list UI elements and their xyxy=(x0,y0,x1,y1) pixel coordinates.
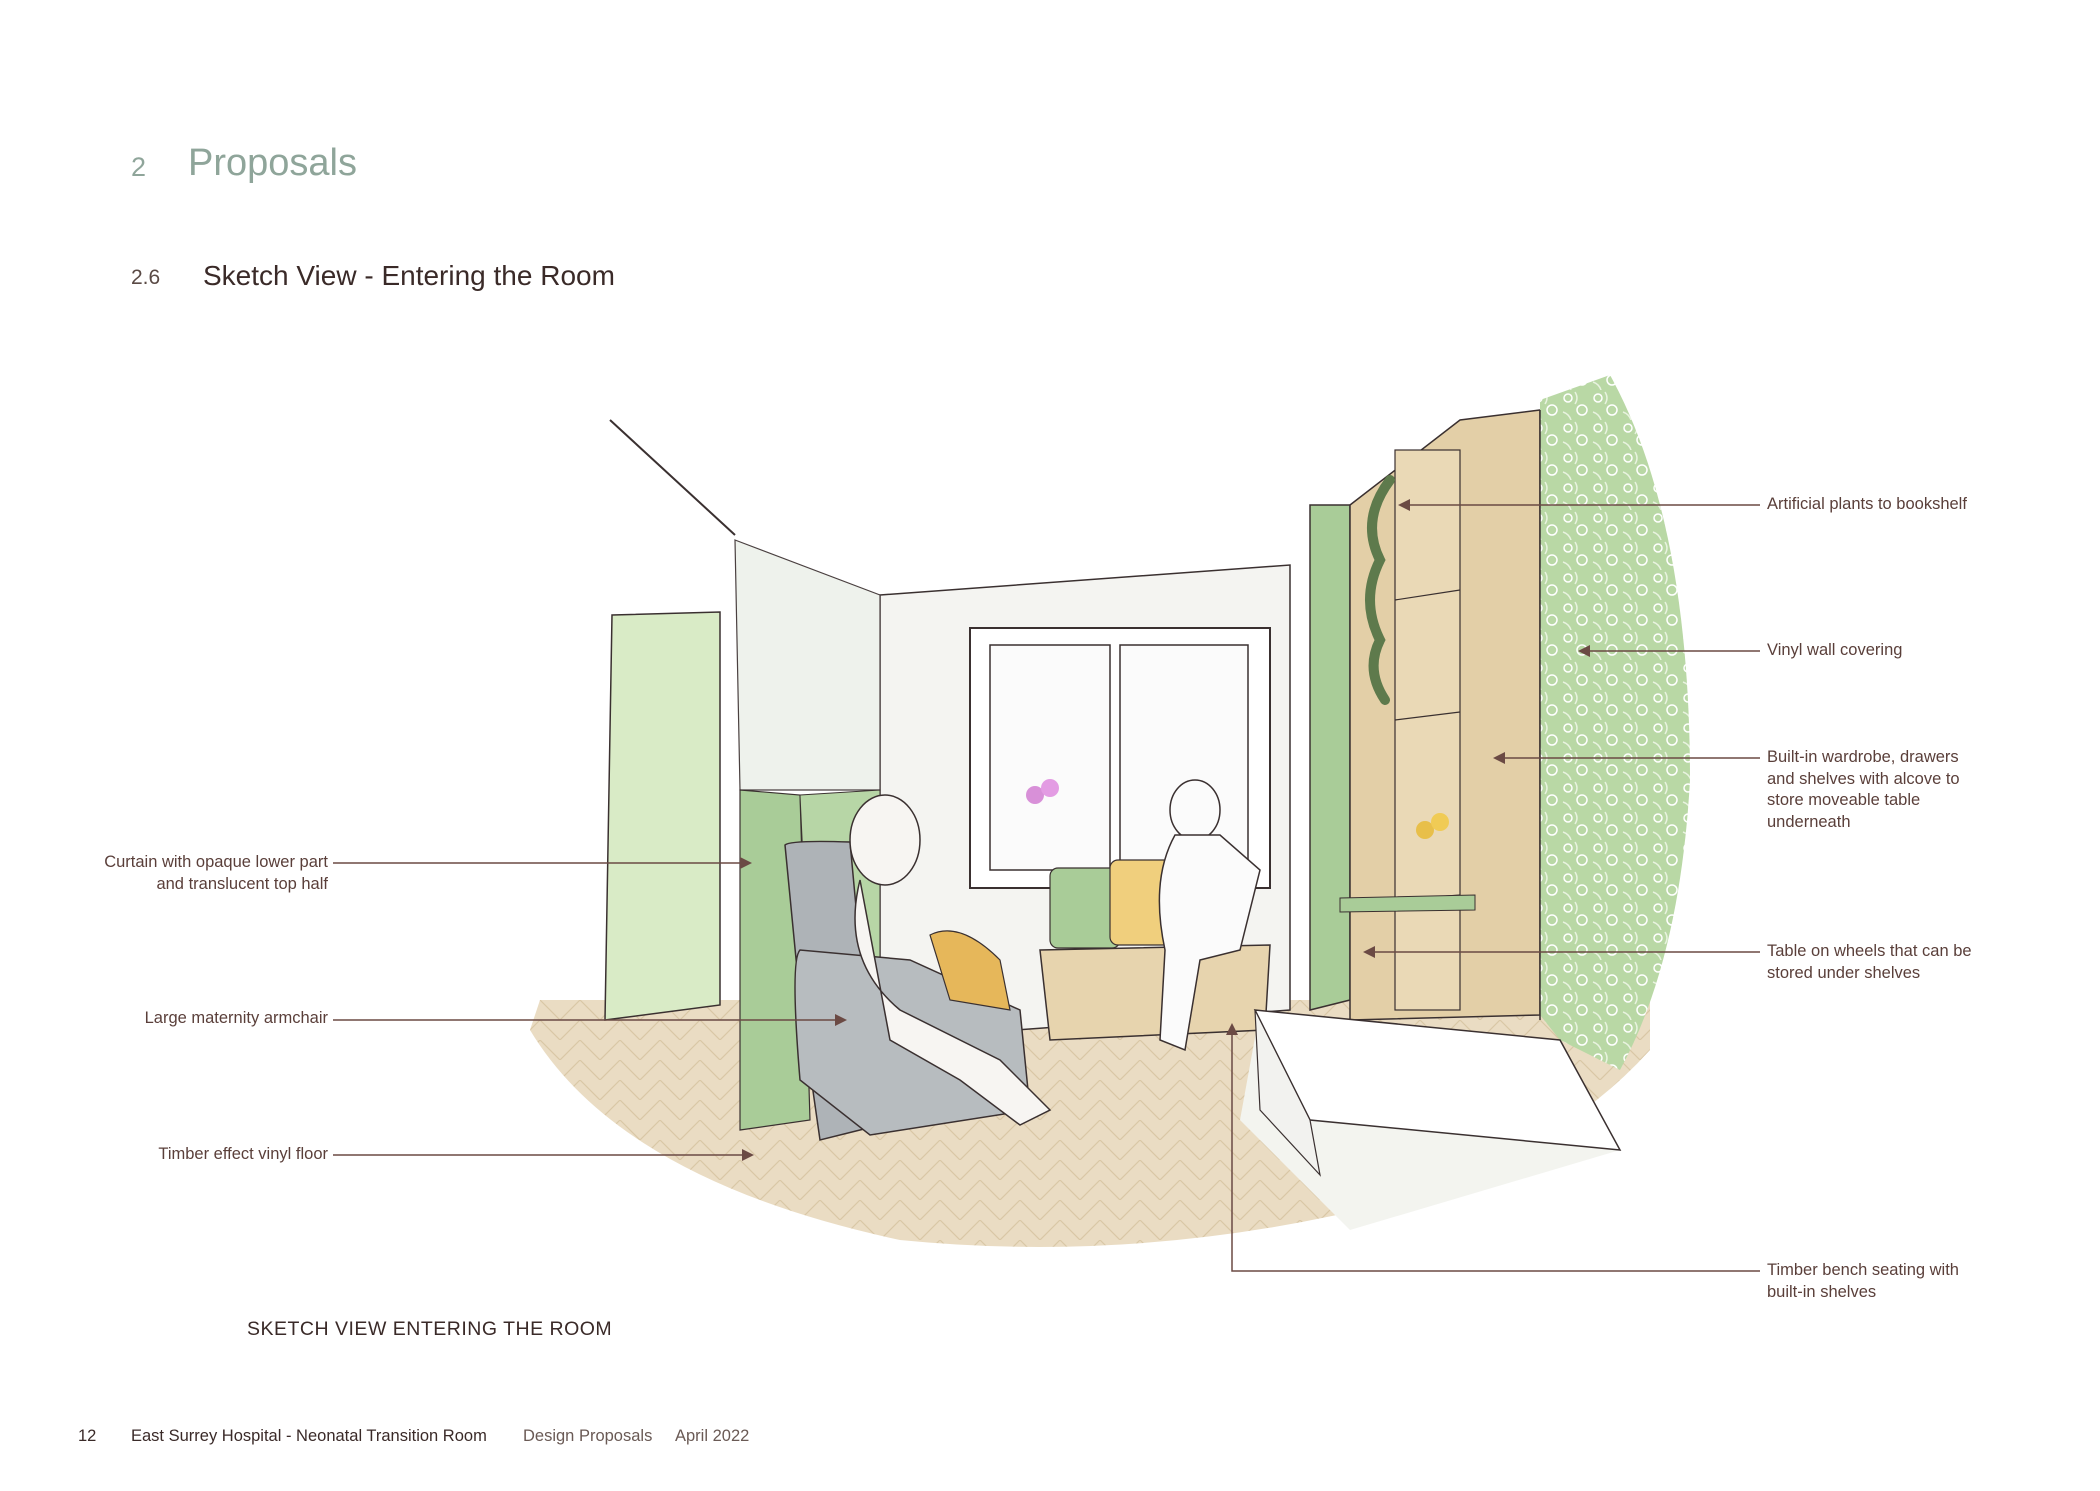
annotation-table: Table on wheels that can be stored under… xyxy=(1767,942,1972,982)
footer-section: Design Proposals xyxy=(523,1427,653,1445)
annotation-plants: Artificial plants to bookshelf xyxy=(1767,495,1967,513)
figure-caption: SKETCH VIEW ENTERING THE ROOM xyxy=(247,1318,613,1340)
footer-date: April 2022 xyxy=(675,1427,750,1445)
annotation-bench: Timber bench seating with built-in shelv… xyxy=(1767,1261,1959,1301)
section-title: Proposals xyxy=(188,142,357,184)
footer-page-number: 12 xyxy=(78,1427,97,1445)
subsection-number: 2.6 xyxy=(131,266,161,289)
footer-document-title: East Surrey Hospital - Neonatal Transiti… xyxy=(131,1427,487,1445)
section-number: 2 xyxy=(131,152,147,182)
annotation-vinyl: Vinyl wall covering xyxy=(1767,641,1903,659)
annotation-armchair: Large maternity armchair xyxy=(144,1009,328,1027)
annotation-wardrobe: Built-in wardrobe, drawers and shelves w… xyxy=(1767,748,1960,831)
annotation-curtain: Curtain with opaque lower part and trans… xyxy=(104,853,328,893)
annotation-floor: Timber effect vinyl floor xyxy=(158,1145,328,1163)
subsection-title: Sketch View - Entering the Room xyxy=(203,260,615,291)
